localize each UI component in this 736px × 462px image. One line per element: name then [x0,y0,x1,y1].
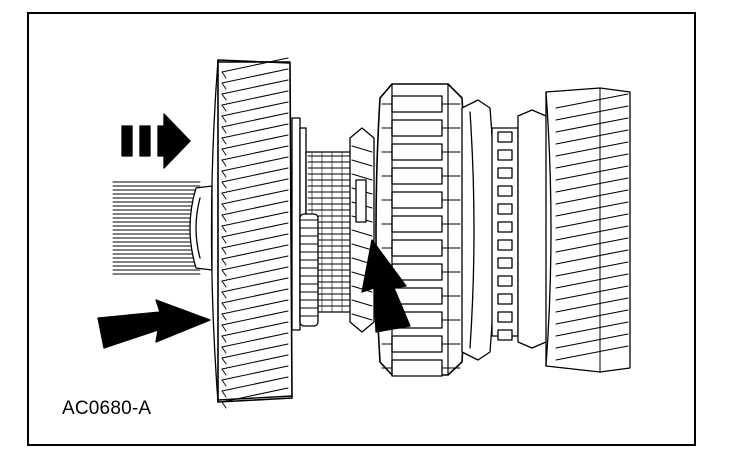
flange-ring [461,99,496,361]
solid-arrow-icon [97,299,211,349]
shaft-collar [189,185,213,271]
dashed-arrow-icon [121,113,191,169]
right-helical-gear [545,87,631,373]
solid-arrow-icon [361,239,411,333]
figure-border [27,12,696,446]
large-helical-gear [210,57,293,409]
pinion-gear [299,213,319,327]
blocking-ring [491,127,519,341]
figure-code-label: AC0680-A [62,398,152,419]
second-ring [517,109,551,349]
sleeve-gear [375,83,467,377]
synchronizer-ring [349,127,375,333]
hub-plate [291,117,301,331]
